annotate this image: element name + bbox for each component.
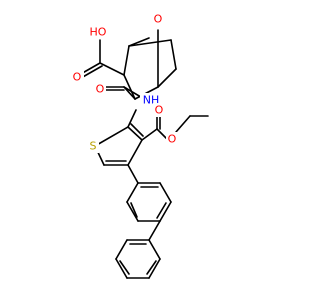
phenyl-ring-1 <box>126 164 172 222</box>
bridge-oxygen-label: O <box>154 13 163 26</box>
carboxylic-acid-group <box>78 39 125 79</box>
amide-group <box>103 86 147 101</box>
bond <box>148 220 161 241</box>
bond <box>128 39 172 47</box>
bond <box>175 115 191 133</box>
bond <box>170 39 177 70</box>
molecule-diagram: HO O O O NH S O O <box>72 12 209 279</box>
bond <box>115 239 128 260</box>
bond <box>156 202 167 219</box>
bond <box>157 68 177 88</box>
oxabicycloheptane-ring <box>123 29 177 100</box>
bond <box>119 260 130 275</box>
sulfur-label: S <box>90 140 97 153</box>
ester-oxygen-label: O <box>168 133 177 146</box>
bond <box>127 164 139 184</box>
bond <box>148 239 161 260</box>
bond <box>128 37 150 47</box>
amide-oxygen-label: O <box>96 83 105 96</box>
bond <box>99 62 125 76</box>
bond <box>159 201 172 222</box>
bond <box>123 45 130 76</box>
thiophene-ring <box>94 109 144 166</box>
carboxyl-oxygen-label: O <box>73 71 82 84</box>
ester-carbonyl-oxygen-label: O <box>155 104 164 117</box>
bond <box>126 182 139 203</box>
bond <box>141 128 158 141</box>
hydroxyl-label: HO <box>90 26 107 39</box>
bond <box>148 258 161 279</box>
bond <box>80 65 103 79</box>
bond <box>130 123 144 137</box>
bond <box>126 201 139 222</box>
atom-labels: HO O O O NH S O O <box>72 12 178 153</box>
bond <box>94 126 129 147</box>
bond <box>115 258 128 279</box>
bond <box>123 74 136 100</box>
bond <box>130 202 138 218</box>
bond <box>127 109 137 128</box>
phenyl-ring-2 <box>115 220 161 279</box>
bond <box>127 139 143 166</box>
bond <box>127 126 143 141</box>
ethyl-ester-group <box>141 115 209 141</box>
molecule-structure: HO O O O NH S O O <box>72 12 209 279</box>
bond <box>159 182 172 203</box>
bond <box>146 260 157 275</box>
